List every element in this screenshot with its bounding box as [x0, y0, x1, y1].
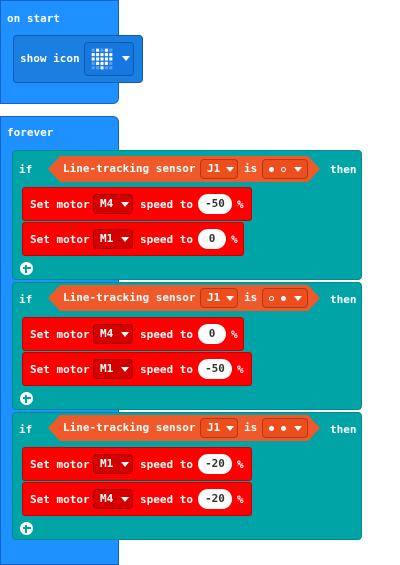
sensor-state-dropdown[interactable] [262, 159, 308, 179]
show-icon-block[interactable]: show icon [13, 35, 143, 83]
sensor-label: Line-tracking sensor [63, 421, 196, 434]
chevron-down-icon [121, 332, 129, 337]
chevron-down-icon [121, 462, 129, 467]
is-label: is [244, 162, 258, 175]
set-motor-label: Set motor [30, 458, 90, 471]
dot-filled-icon [281, 426, 286, 431]
dot-empty-icon [269, 296, 274, 301]
dot-filled-icon [281, 296, 286, 301]
set-motor-label: Set motor [30, 363, 90, 376]
motor-dropdown[interactable]: M1 [93, 359, 133, 379]
on-start-label: on start [7, 12, 60, 25]
chevron-down-icon [294, 426, 302, 431]
on-start-block[interactable]: on start show icon [0, 0, 143, 104]
add-branch-icon[interactable] [20, 522, 33, 535]
line-tracking-condition[interactable]: Line-tracking sensor J1 is [48, 285, 320, 311]
set-motor-label: Set motor [30, 328, 90, 341]
speed-to-label: speed to [140, 363, 193, 376]
speed-input[interactable]: 0 [198, 324, 226, 344]
dot-empty-icon [281, 167, 286, 172]
if-label: if [19, 163, 33, 176]
percent-label: % [231, 328, 238, 341]
speed-input[interactable]: -20 [198, 454, 232, 474]
add-branch-icon[interactable] [20, 262, 33, 275]
set-motor-label: Set motor [30, 493, 90, 506]
speed-input[interactable]: 0 [198, 229, 226, 249]
sensor-state-dropdown[interactable] [262, 288, 308, 308]
is-label: is [244, 291, 258, 304]
set-motor-block[interactable]: Set motor M1 speed to 0 % [22, 222, 244, 256]
icon-picker-dropdown[interactable] [84, 42, 134, 76]
chevron-down-icon [226, 167, 234, 172]
chevron-down-icon [226, 296, 234, 301]
chevron-down-icon [294, 167, 302, 172]
port-dropdown[interactable]: J1 [200, 418, 238, 438]
percent-label: % [237, 363, 244, 376]
set-motor-block[interactable]: Set motor M1 speed to -20 % [22, 447, 252, 481]
port-dropdown[interactable]: J1 [200, 159, 238, 179]
set-motor-block[interactable]: Set motor M4 speed to -50 % [22, 187, 252, 221]
then-label: then [330, 293, 357, 306]
speed-input[interactable]: -50 [198, 194, 232, 214]
heart-icon [91, 48, 113, 70]
percent-label: % [231, 233, 238, 246]
add-branch-icon[interactable] [20, 392, 33, 405]
set-motor-label: Set motor [30, 198, 90, 211]
line-tracking-condition[interactable]: Line-tracking sensor J1 is [48, 415, 320, 441]
percent-label: % [237, 458, 244, 471]
show-icon-label: show icon [20, 52, 80, 65]
is-label: is [244, 421, 258, 434]
motor-dropdown[interactable]: M4 [93, 324, 133, 344]
speed-to-label: speed to [140, 328, 193, 341]
set-motor-block[interactable]: Set motor M4 speed to 0 % [22, 317, 244, 351]
speed-to-label: speed to [140, 198, 193, 211]
speed-to-label: speed to [140, 493, 193, 506]
if-label: if [19, 293, 33, 306]
chevron-down-icon [121, 497, 129, 502]
motor-dropdown[interactable]: M4 [93, 489, 133, 509]
chevron-down-icon [294, 296, 302, 301]
speed-input[interactable]: -50 [198, 359, 232, 379]
sensor-state-dropdown[interactable] [262, 418, 308, 438]
set-motor-label: Set motor [30, 233, 90, 246]
chevron-down-icon [121, 202, 129, 207]
then-label: then [330, 163, 357, 176]
motor-dropdown[interactable]: M4 [93, 194, 133, 214]
if-label: if [19, 423, 33, 436]
speed-to-label: speed to [140, 458, 193, 471]
sensor-label: Line-tracking sensor [63, 291, 196, 304]
motor-dropdown[interactable]: M1 [93, 454, 133, 474]
set-motor-block[interactable]: Set motor M4 speed to -20 % [22, 482, 252, 516]
set-motor-block[interactable]: Set motor M1 speed to -50 % [22, 352, 252, 386]
dot-filled-icon [269, 426, 274, 431]
speed-input[interactable]: -20 [198, 489, 232, 509]
motor-dropdown[interactable]: M1 [93, 229, 133, 249]
chevron-down-icon [121, 367, 129, 372]
sensor-label: Line-tracking sensor [63, 162, 196, 175]
speed-to-label: speed to [140, 233, 193, 246]
chevron-down-icon [122, 56, 130, 61]
chevron-down-icon [226, 426, 234, 431]
forever-label: forever [7, 126, 54, 139]
chevron-down-icon [121, 237, 129, 242]
percent-label: % [237, 198, 244, 211]
port-dropdown[interactable]: J1 [200, 288, 238, 308]
dot-filled-icon [269, 167, 274, 172]
percent-label: % [237, 493, 244, 506]
then-label: then [330, 423, 357, 436]
line-tracking-condition[interactable]: Line-tracking sensor J1 is [48, 156, 320, 182]
